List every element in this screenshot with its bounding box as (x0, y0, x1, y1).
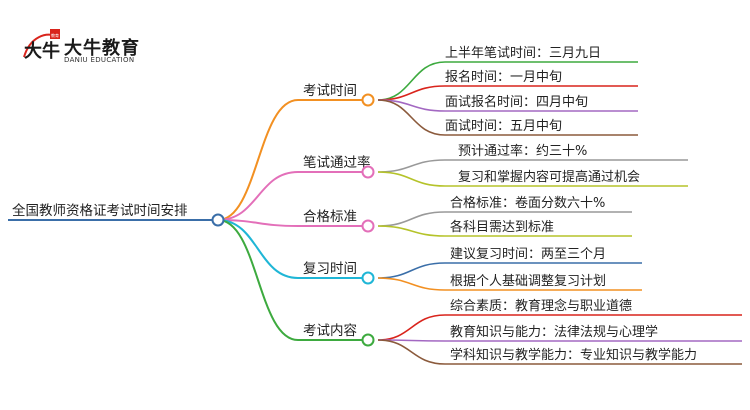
branch-node-icon (361, 271, 375, 285)
leaf-connector (377, 171, 446, 187)
logo-brand: 大牛教育 (64, 38, 140, 59)
logo: 大牛 教育 (23, 29, 60, 62)
leaf-label: 报名时间：一月中旬 (445, 69, 562, 85)
branch-node-icon (361, 333, 375, 347)
branch-node-icon (361, 219, 375, 233)
branch-connector (217, 171, 299, 221)
branch-connector (217, 219, 299, 341)
leaf-label: 上半年笔试时间：三月九日 (445, 45, 601, 61)
leaf-label: 根据个人基础调整复习计划 (450, 274, 606, 289)
leaf-connector (377, 277, 446, 291)
leaf-label: 面试报名时间：四月中旬 (445, 94, 588, 110)
leaf-label: 教育知识与能力：法律法规与心理学 (450, 324, 658, 340)
branch-label: 合格标准 (303, 209, 357, 225)
branch-connector (217, 219, 299, 279)
branch-connector (217, 219, 299, 227)
leaf-label: 合格标准：卷面分数六十% (450, 195, 605, 211)
leaf-connector (377, 314, 446, 341)
leaf-connector (377, 225, 446, 237)
leaf-connector (377, 99, 446, 136)
leaf-label: 综合素质：教育理念与职业道德 (450, 298, 632, 314)
root-label: 全国教师资格证考试时间安排 (12, 202, 188, 219)
logo-seal-text: 教育 (51, 32, 59, 38)
leaf-connector (377, 159, 446, 173)
logo-subtitle: DANIU EDUCATION (64, 56, 135, 64)
logo-mark: 大牛 (24, 40, 60, 62)
leaf-connector (377, 61, 446, 101)
leaf-label: 复习和掌握内容可提高通过机会 (458, 169, 640, 185)
leaf-connector (377, 262, 446, 279)
branch-label: 考试内容 (303, 322, 357, 339)
branch-connector (217, 99, 299, 221)
logo-seal-icon (50, 29, 60, 39)
leaf-connector (377, 211, 446, 227)
leaf-label: 各科目需达到标准 (450, 219, 554, 235)
branch-label: 复习时间 (303, 260, 357, 277)
leaf-connector (377, 339, 446, 365)
branch-node-icon (361, 165, 375, 179)
branch-label: 笔试通过率 (303, 154, 371, 171)
root-node-icon (211, 213, 225, 227)
leaf-label: 建议复习时间：两至三个月 (450, 247, 606, 262)
leaf-label: 面试时间：五月中旬 (445, 119, 562, 134)
leaf-label: 学科知识与教学能力：专业知识与教学能力 (450, 347, 697, 363)
branch-node-icon (361, 93, 375, 107)
leaf-label: 预计通过率：约三十% (458, 143, 587, 159)
branch-label: 考试时间 (303, 83, 357, 99)
